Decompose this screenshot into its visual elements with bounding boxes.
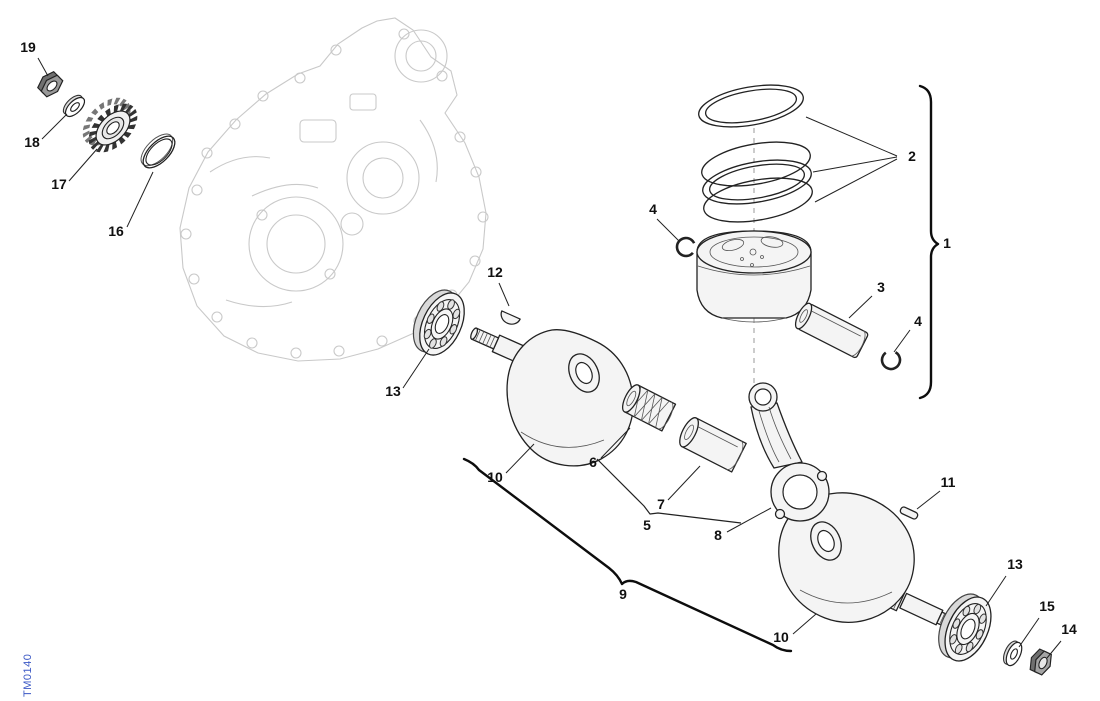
crank-web-right <box>778 492 962 633</box>
piston-rings <box>698 84 813 223</box>
callout-9: 9 <box>619 586 627 602</box>
gear-nut <box>35 69 66 100</box>
crank-nut <box>1027 647 1055 676</box>
piston-pin <box>794 302 869 359</box>
callout-10-left: 10 <box>487 469 503 485</box>
callout-16: 16 <box>108 223 124 239</box>
callout-3: 3 <box>877 279 885 295</box>
dowel-pin <box>899 506 919 520</box>
callout-5: 5 <box>643 517 651 533</box>
callout-6: 6 <box>589 454 597 470</box>
bracket-group-5 <box>596 458 742 524</box>
callout-10-right: 10 <box>773 629 789 645</box>
crank-web-left <box>470 327 634 467</box>
callouts: 19 18 17 16 13 12 10 6 5 7 8 9 4 2 1 3 4… <box>20 39 1077 645</box>
callout-1: 1 <box>943 235 951 251</box>
callout-11: 11 <box>941 474 956 490</box>
connecting-rod <box>748 382 830 522</box>
bearing-right <box>929 587 1000 668</box>
circlip-right <box>880 349 902 371</box>
callout-4-right: 4 <box>914 313 922 329</box>
callout-15: 15 <box>1039 598 1055 614</box>
gear-washer <box>60 92 88 120</box>
needle-bearing <box>621 384 677 432</box>
bracket-group-9 <box>462 457 793 653</box>
callout-2: 2 <box>908 148 916 164</box>
callout-7: 7 <box>657 496 665 512</box>
circlip-left <box>675 236 697 258</box>
bearing-left <box>404 283 473 362</box>
shim-ring <box>136 129 181 174</box>
crank-pin <box>679 417 747 473</box>
callout-8: 8 <box>714 527 722 543</box>
woodruff-key <box>500 310 521 325</box>
callout-18: 18 <box>24 134 40 150</box>
callout-13-right: 13 <box>1007 556 1023 572</box>
engine-crankcase-outline <box>179 17 489 362</box>
callout-12: 12 <box>487 264 503 280</box>
callout-19: 19 <box>20 39 36 55</box>
leader-lines <box>37 57 1062 659</box>
piston <box>696 230 812 323</box>
callout-13-left: 13 <box>385 383 401 399</box>
callout-17: 17 <box>51 176 67 192</box>
washer-right <box>1000 639 1025 668</box>
callout-14: 14 <box>1061 621 1077 637</box>
primary-drive-gear <box>82 97 138 153</box>
callout-4-left: 4 <box>649 201 657 217</box>
bracket-group-1 <box>918 84 940 400</box>
drawing-code: TM0140 <box>22 654 34 697</box>
